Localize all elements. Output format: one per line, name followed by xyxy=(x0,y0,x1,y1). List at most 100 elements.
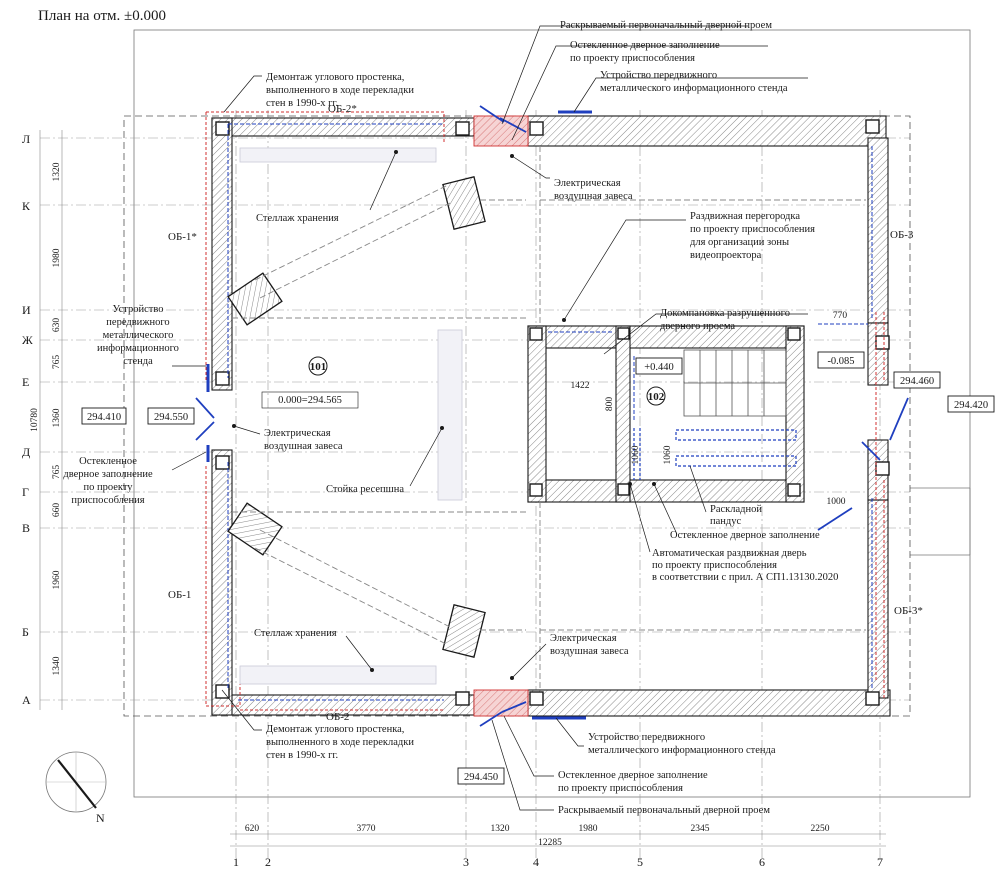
column-axis-labels: 1 2 3 4 5 6 7 xyxy=(233,855,883,869)
note-text: Электрическая xyxy=(550,633,617,644)
room-markers xyxy=(308,356,666,406)
column-axis-label: 4 xyxy=(533,855,539,869)
row-axis-label: В xyxy=(22,521,30,535)
vertical-dims: 1320 1980 630 765 1360 765 660 1960 1340… xyxy=(30,162,62,675)
elevation-boxes xyxy=(81,351,995,785)
vertical-dim: 1960 xyxy=(52,570,62,589)
walls xyxy=(211,115,891,717)
note-text: Стеллаж хранения xyxy=(254,628,337,639)
elevation-label: 294.420 xyxy=(954,400,988,411)
horizontal-dim: 1980 xyxy=(579,824,598,834)
note-text: Остекленное xyxy=(79,456,137,467)
site-boundary xyxy=(133,29,971,798)
note-text: Раскладной xyxy=(710,504,762,515)
leader-dots xyxy=(232,150,656,680)
horizontal-dim: 1320 xyxy=(491,824,510,834)
note-text: металлического информационного стенда xyxy=(588,745,776,756)
inner-dim: 1000 xyxy=(827,497,846,507)
row-axis-label: Е xyxy=(22,375,29,389)
elevation-label: 294.460 xyxy=(900,376,934,387)
note-text: информационного xyxy=(97,343,179,354)
note-text: приспособления xyxy=(71,495,144,506)
inner-dim: 1060 xyxy=(663,445,673,464)
mark-label: ОБ-1 xyxy=(168,589,191,601)
row-axis-label: Г xyxy=(22,485,29,499)
note-text: стен в 1990-х гг. xyxy=(266,98,338,109)
note-text: воздушная завеса xyxy=(264,441,343,452)
mark-label: ОБ-3* xyxy=(894,605,923,617)
note-text: Раскрываемый первоначальный дверной прое… xyxy=(558,805,770,816)
horizontal-dim: 620 xyxy=(245,824,260,834)
note-text: Стеллаж хранения xyxy=(256,213,339,224)
vertical-dim: 660 xyxy=(52,503,62,518)
note-text: стен в 1990-х гг. xyxy=(266,750,338,761)
row-axis-labels: Л К И Ж Е Д Г В Б А xyxy=(22,132,33,707)
column-axis-label: 3 xyxy=(463,855,469,869)
note-text: Остекленное дверное заполнение xyxy=(558,770,708,781)
note-text: видеопроектора xyxy=(690,250,762,261)
note-text: Устройство передвижного xyxy=(600,70,717,81)
note-text: дверное заполнение xyxy=(63,469,153,480)
note-text: Раздвижная перегородка xyxy=(690,211,800,222)
note-text: выполненного в ходе перекладки xyxy=(266,85,414,96)
overall-horizontal-dim: 12285 xyxy=(538,838,562,848)
note-text: по проекту приспособления xyxy=(690,224,815,235)
horizontal-dim: 2250 xyxy=(811,824,830,834)
horizontal-dim: 3770 xyxy=(357,824,376,834)
row-axis-label: Д xyxy=(22,445,30,459)
row-axis-label: Ж xyxy=(22,333,33,347)
mark-label: ОБ-3 xyxy=(890,229,914,241)
inner-dim: 800 xyxy=(605,397,615,412)
column-axis-label: 2 xyxy=(265,855,271,869)
ramp xyxy=(633,428,797,480)
elevation-label: 294.550 xyxy=(154,412,188,423)
column-axis-label: 6 xyxy=(759,855,765,869)
elevation-label: 294.410 xyxy=(87,412,121,423)
note-text: выполненного в ходе перекладки xyxy=(266,737,414,748)
note-text: Докомпановка разрушенного xyxy=(660,308,790,319)
door-leaves xyxy=(195,105,909,727)
vertical-dim-lines xyxy=(39,130,63,710)
info-stands xyxy=(206,110,592,720)
note-text: Стойка ресепшна xyxy=(326,484,404,495)
row-axis-label: И xyxy=(22,303,31,317)
elevation-label: +0.440 xyxy=(644,362,674,373)
mark-label: ОБ-1* xyxy=(168,231,197,243)
stair xyxy=(683,349,787,417)
page-title: План на отм. ±0.000 xyxy=(38,8,167,24)
note-text: металлического xyxy=(103,330,174,341)
horizontal-dims: 620 3770 1320 1980 2345 2250 12285 xyxy=(245,824,830,848)
vertical-dim: 1340 xyxy=(52,656,62,675)
room-101-label: 101 xyxy=(310,361,327,373)
columns xyxy=(215,119,890,706)
mark-label: ОБ-2* xyxy=(328,103,357,115)
projection-lines xyxy=(232,146,866,690)
note-text: по проекту приспособления xyxy=(558,783,683,794)
horizontal-dim: 2345 xyxy=(691,824,710,834)
note-text: Электрическая xyxy=(554,178,621,189)
row-axis-label: К xyxy=(22,199,31,213)
note-text: Электрическая xyxy=(264,428,331,439)
inner-dim: 1060 xyxy=(631,445,641,464)
note-text: Устройство xyxy=(112,304,163,315)
note-text: Демонтаж углового простенка, xyxy=(266,72,404,83)
elevation-label: 0.000=294.565 xyxy=(278,395,342,406)
note-text: Остекленное дверное заполнение xyxy=(570,40,720,51)
overall-vertical-dim: 10780 xyxy=(30,408,40,432)
note-text: для организации зоны xyxy=(690,237,789,248)
note-text: металлического информационного стенда xyxy=(600,83,788,94)
note-text: по проекту приспособления xyxy=(652,560,777,571)
note-text: Остекленное дверное заполнение xyxy=(670,530,820,541)
note-text: Автоматическая раздвижная дверь xyxy=(652,548,807,559)
note-text: воздушная завеса xyxy=(554,191,633,202)
vertical-dim: 630 xyxy=(52,318,62,333)
note-text: Раскрываемый первоначальный дверной прое… xyxy=(560,20,772,31)
note-text: стенда xyxy=(123,356,153,367)
note-text: воздушная завеса xyxy=(550,646,629,657)
annotations: Раскрываемый первоначальный дверной прое… xyxy=(63,20,838,816)
note-text: пандус xyxy=(710,516,741,527)
shelf-strips xyxy=(239,147,463,685)
room-102-label: 102 xyxy=(648,391,665,403)
column-axis-label: 1 xyxy=(233,855,239,869)
